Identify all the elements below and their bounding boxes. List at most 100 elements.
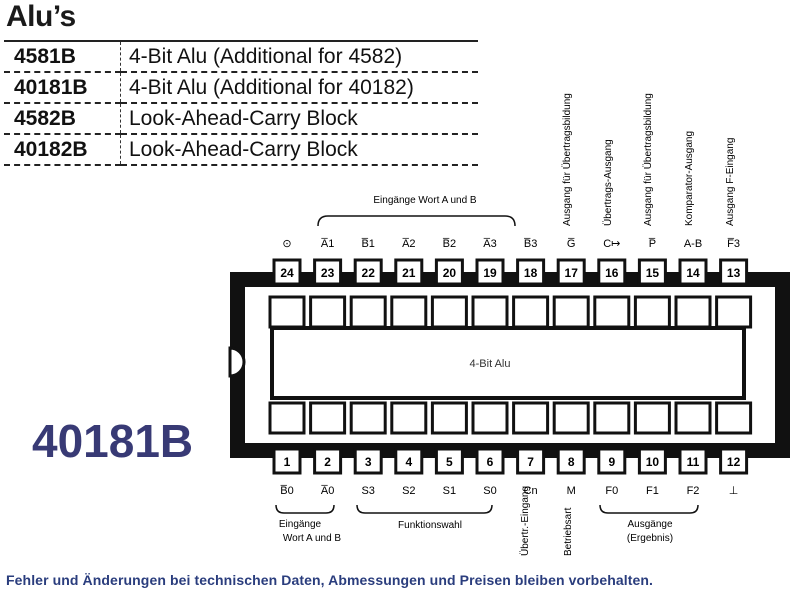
pin-lead: [268, 401, 306, 435]
pin-box: [556, 258, 586, 286]
mode-annotation: Betriebsart: [563, 507, 574, 556]
part-description: Look-Ahead-Carry Block: [120, 134, 478, 166]
disclaimer-footer: Fehler und Änderungen bei technischen Da…: [6, 572, 654, 588]
pin-box: [637, 258, 667, 286]
pin-number: 23: [321, 266, 335, 280]
pin-signal-label: M: [567, 485, 576, 497]
pin-number: 12: [727, 455, 741, 469]
pin-signal-label: P̅: [648, 238, 656, 250]
pin-lead: [390, 295, 428, 329]
part-code: 40181B: [4, 72, 121, 104]
pin-box: [637, 447, 667, 475]
pin-lead: [512, 295, 550, 329]
pin-number: 19: [483, 266, 497, 280]
pin-lead: [633, 295, 671, 329]
pin-signal-label: A-B: [684, 238, 702, 250]
pin-signal-label: B̅1: [361, 238, 375, 250]
part-description: Look-Ahead-Carry Block: [120, 103, 478, 135]
pin-lead: [430, 295, 468, 329]
pin-signal-label: A̅3: [483, 238, 497, 250]
pin-number: 1: [284, 455, 291, 469]
pin-number: 21: [402, 266, 416, 280]
pin-box: [434, 258, 464, 286]
pin-number: 22: [362, 266, 376, 280]
pin-signal-label: Cn: [524, 485, 538, 497]
pin-signal-label: ⊥: [729, 485, 739, 497]
pin-lead: [715, 295, 753, 329]
pin-lead: [471, 295, 509, 329]
pin-lead: [471, 401, 509, 435]
bottom-mid-label: Funktionswahl: [398, 520, 462, 531]
pin-signal-label: A̅0: [321, 485, 335, 497]
pin-signal-label: B̅2: [442, 238, 456, 250]
pin-box: [719, 258, 749, 286]
pin-box: [313, 447, 343, 475]
pin-number: 9: [608, 455, 615, 469]
pin-box: [272, 258, 302, 286]
pin-number: 16: [605, 266, 619, 280]
pin-box: [272, 447, 302, 475]
pin-number: 13: [727, 266, 741, 280]
pin-number: 7: [527, 455, 534, 469]
pin-box: [434, 447, 464, 475]
part-description: 4-Bit Alu (Additional for 4582): [120, 40, 478, 73]
part-code: 40182B: [4, 134, 121, 166]
bottom-left-label: Wort A und B: [283, 533, 342, 544]
pin-number: 4: [405, 455, 412, 469]
pin-signal-label: F0: [605, 485, 618, 497]
pin-lead: [593, 401, 631, 435]
part-description: 4-Bit Alu (Additional for 40182): [120, 72, 478, 104]
top-group-label: Eingänge Wort A und B: [373, 195, 477, 206]
pin-number: 6: [487, 455, 494, 469]
pin-box: [475, 447, 505, 475]
pin-number: 20: [443, 266, 457, 280]
pin-number: 3: [365, 455, 372, 469]
carry-in-annotation: Übertr.-Eingang: [519, 486, 531, 556]
pin-number: 15: [646, 266, 660, 280]
pin-number: 24: [280, 266, 294, 280]
top-group-brace: [317, 215, 516, 227]
pin-box: [556, 447, 586, 475]
pin-signal-label: A̅1: [321, 238, 335, 250]
pin-box: [313, 258, 343, 286]
pin-box: [678, 447, 708, 475]
bottom-right-brace: [599, 504, 699, 514]
notch-icon: [228, 346, 246, 378]
pin-number: 5: [446, 455, 453, 469]
pin-signal-label: B̅0: [280, 485, 294, 497]
output-annotation: Übertrags-Ausgang: [602, 139, 614, 226]
pin-lead: [430, 401, 468, 435]
pin-lead: [715, 401, 753, 435]
pin-signal-label: A̅2: [402, 238, 416, 250]
pin-box: [516, 447, 546, 475]
pin-number: 18: [524, 266, 538, 280]
pin-lead: [390, 401, 428, 435]
bottom-mid-brace: [356, 504, 493, 514]
pin-lead: [593, 295, 631, 329]
die-block: [270, 326, 746, 400]
pin-lead: [512, 401, 550, 435]
pin-lead: [674, 295, 712, 329]
pin-signal-label: B̅3: [523, 238, 537, 250]
part-code: 4581B: [4, 40, 121, 73]
output-annotation: Ausgang F-Eingang: [725, 138, 736, 226]
pin-signal-label: C↦: [603, 238, 620, 250]
pin-signal-label: F2: [687, 485, 700, 497]
pin-signal-label: F̅3: [727, 238, 740, 250]
pin-signal-label: ⊙: [282, 238, 291, 250]
bottom-right-label: Ausgänge: [627, 519, 672, 530]
output-annotation: Ausgang für Übertragsbildung: [642, 93, 654, 226]
pin-box: [353, 258, 383, 286]
pin-lead: [268, 295, 306, 329]
pin-signal-label: G̅: [567, 238, 576, 250]
pin-lead: [309, 295, 347, 329]
pin-box: [394, 258, 424, 286]
